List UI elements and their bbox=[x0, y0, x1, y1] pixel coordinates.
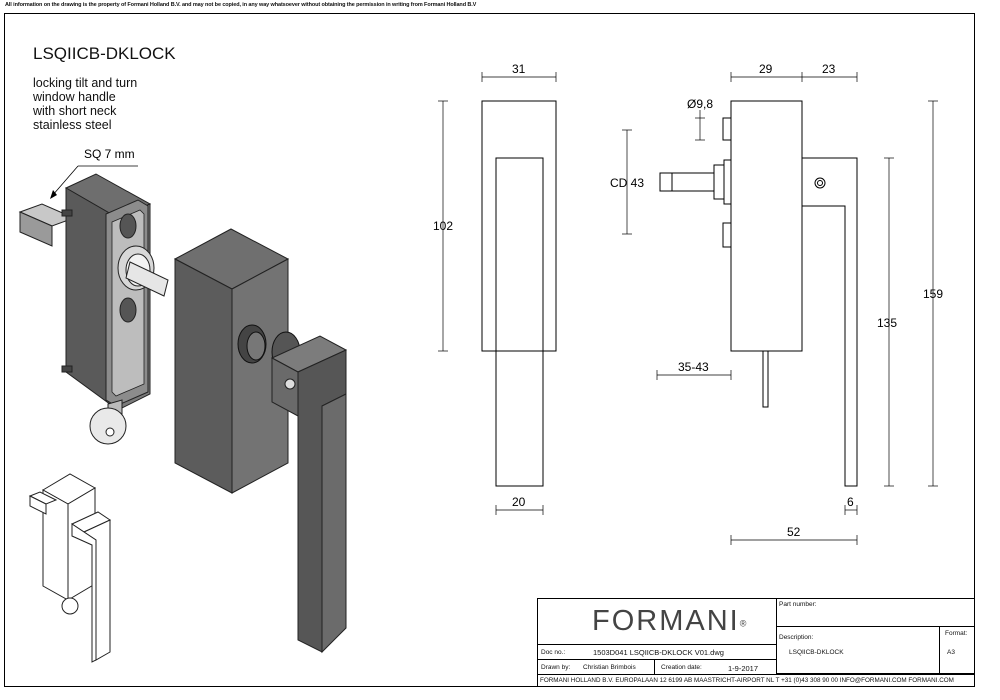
drawn-by-value: Christian Brimbois bbox=[583, 664, 636, 671]
dim-hole-diameter: Ø9,8 bbox=[687, 97, 713, 111]
description-label: Description: bbox=[779, 634, 814, 641]
format-cell: Format: A3 bbox=[939, 626, 975, 674]
title-block: FORMANI® Part number: Description: LSQII… bbox=[537, 598, 975, 687]
disclaimer: All information on the drawing is the pr… bbox=[5, 2, 477, 8]
doc-no-value: 1503D041 LSQIICB-DKLOCK V01.dwg bbox=[593, 648, 724, 657]
creation-date-cell: Creation date: 1-9-2017 bbox=[654, 659, 777, 675]
description-line: locking tilt and turn bbox=[33, 76, 138, 90]
dim-side-lever-width: 23 bbox=[822, 62, 836, 76]
dim-front-width-top: 31 bbox=[512, 62, 526, 76]
product-description: locking tilt and turn window handle with… bbox=[33, 76, 137, 132]
drawing-frame bbox=[4, 13, 975, 687]
format-value: A3 bbox=[947, 649, 955, 656]
dim-side-base-width: 29 bbox=[759, 62, 773, 76]
dim-spindle-length: 35-43 bbox=[678, 360, 709, 374]
dim-lever-thickness: 6 bbox=[847, 495, 854, 509]
iso-base-plate bbox=[18, 173, 169, 445]
format-label: Format: bbox=[945, 630, 968, 637]
iso-handle bbox=[173, 228, 348, 654]
iso-line-sketch bbox=[28, 473, 112, 663]
drawn-by-cell: Drawn by: Christian Brimbois bbox=[537, 659, 655, 675]
description-line: stainless steel bbox=[33, 118, 112, 132]
product-title: LSQIICB-DKLOCK bbox=[33, 44, 176, 63]
dim-lever-height: 135 bbox=[877, 316, 897, 330]
spindle-callout-label: SQ 7 mm bbox=[84, 147, 135, 161]
part-number-label: Part number: bbox=[779, 601, 817, 608]
description-line: with short neck bbox=[33, 104, 117, 118]
part-number-cell: Part number: bbox=[776, 598, 975, 627]
side-dimensions bbox=[622, 72, 938, 545]
doc-no-label: Doc no.: bbox=[541, 649, 566, 656]
front-view bbox=[481, 100, 557, 487]
description-cell: Description: LSQIICB-DKLOCK bbox=[776, 626, 940, 674]
dim-center-distance: CD 43 bbox=[610, 176, 644, 190]
drawn-by-label: Drawn by: bbox=[541, 664, 571, 671]
dim-total-depth: 52 bbox=[787, 525, 801, 539]
dim-handle-width-bottom: 20 bbox=[512, 495, 526, 509]
logo-cell: FORMANI® bbox=[537, 598, 776, 645]
dim-front-height: 102 bbox=[433, 219, 453, 233]
creation-date-value: 1-9-2017 bbox=[728, 664, 759, 673]
spindle-callout bbox=[50, 165, 138, 199]
dim-total-height: 159 bbox=[923, 287, 943, 301]
creation-date-label: Creation date: bbox=[661, 664, 702, 671]
footer-cell: FORMANI HOLLAND B.V. EUROPALAAN 12 6199 … bbox=[537, 674, 975, 687]
doc-no-cell: Doc no.: 1503D041 LSQIICB-DKLOCK V01.dwg bbox=[537, 644, 777, 660]
description-value: LSQIICB-DKLOCK bbox=[789, 649, 844, 656]
company-footer: FORMANI HOLLAND B.V. EUROPALAAN 12 6199 … bbox=[540, 677, 954, 684]
description-line: window handle bbox=[33, 90, 116, 104]
formani-logo: FORMANI bbox=[592, 605, 740, 637]
front-dimensions bbox=[438, 72, 557, 515]
side-view bbox=[659, 100, 858, 487]
registered-mark: ® bbox=[739, 618, 747, 629]
